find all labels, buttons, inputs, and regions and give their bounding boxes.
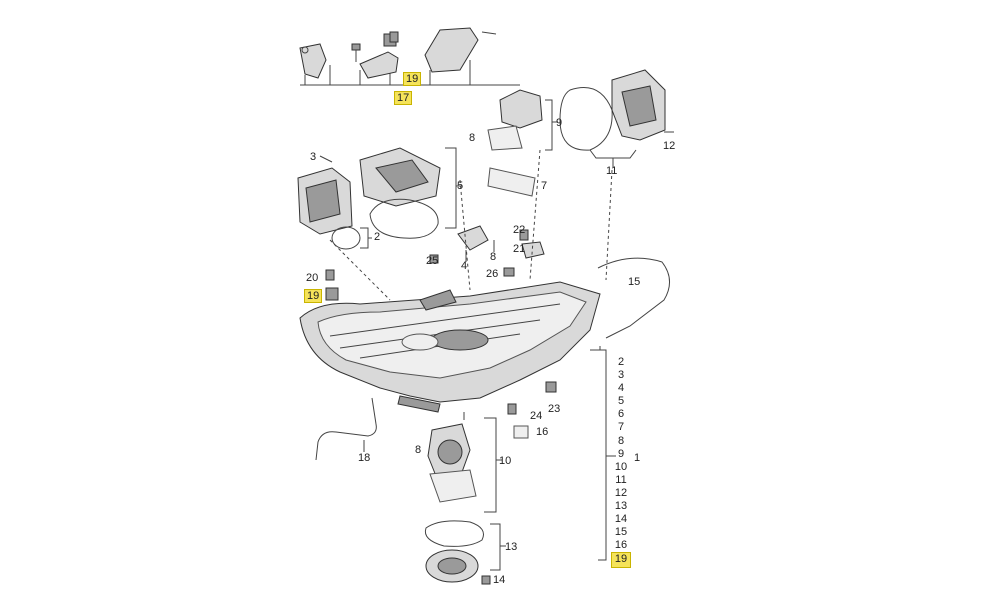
label-16: 16: [536, 426, 549, 438]
seal-strip-part: [597, 257, 670, 339]
label-8-top: 8: [469, 132, 476, 144]
index-item: 12: [614, 486, 628, 499]
label-15: 15: [628, 276, 641, 288]
fan-unit-part: [427, 423, 471, 477]
index-item: 6: [617, 408, 625, 421]
holder-bracket-part: [424, 27, 497, 73]
screw-20-part: [325, 269, 335, 281]
index-item: 5: [617, 395, 625, 408]
lower-seal-part: [424, 520, 484, 547]
label-25: 25: [426, 255, 439, 267]
label-18: 18: [358, 452, 371, 464]
index-column: 2 3 4 5 6 7 8 9 10 11 12 13 14 15 16 19: [611, 356, 631, 568]
control-module-part: [487, 89, 543, 151]
label-4: 4: [461, 260, 468, 272]
motor-actuator-part: [457, 225, 489, 251]
cover-housing-upper: [611, 69, 666, 141]
index-item: 14: [614, 513, 628, 526]
screw-part-top: [351, 43, 361, 62]
label-1: 1: [634, 452, 641, 464]
nut-part-top: [389, 31, 399, 43]
label-19-left: 19: [304, 289, 323, 303]
label-17: 17: [394, 91, 413, 105]
label-10: 10: [499, 455, 512, 467]
nut-23-part: [545, 381, 557, 393]
label-11: 11: [606, 165, 618, 177]
label-5: 5: [457, 180, 464, 192]
heatsink-plate-part: [487, 167, 536, 197]
clip-26-part: [503, 267, 515, 277]
nut-19-part: [325, 287, 339, 301]
index-item: 8: [617, 434, 625, 447]
fan-bracket-part: [429, 469, 477, 503]
led-module-part: [297, 167, 353, 235]
bracket-clip-part: [299, 43, 327, 79]
label-3: 3: [310, 151, 317, 163]
index-item: 13: [614, 500, 628, 513]
label-14: 14: [493, 574, 506, 586]
label-12: 12: [663, 140, 676, 152]
label-21: 21: [513, 243, 526, 255]
label-7: 7: [541, 180, 548, 192]
cap-16-part: [513, 425, 529, 439]
index-item: 11: [615, 473, 627, 486]
label-13: 13: [505, 541, 518, 553]
index-item: 2: [617, 356, 625, 368]
label-26: 26: [486, 268, 499, 280]
reflector-housing-part: [359, 147, 441, 207]
index-item: 7: [617, 421, 625, 434]
index-item: 4: [617, 382, 625, 395]
label-9: 9: [556, 117, 563, 129]
label-19-top: 19: [403, 72, 422, 86]
label-23: 23: [548, 403, 561, 415]
index-item: 3: [617, 369, 625, 382]
screw-22-part: [519, 229, 529, 241]
index-item: 16: [614, 539, 628, 552]
bulb-socket-part: [521, 241, 545, 259]
seal-ring-upper: [559, 87, 613, 151]
gasket-ring-left: [331, 198, 439, 250]
index-item: 9: [617, 447, 625, 460]
label-8-low: 8: [415, 444, 422, 456]
label-20: 20: [306, 272, 319, 284]
label-8-mid: 8: [490, 251, 497, 263]
screw-25-part: [429, 254, 439, 264]
label-22: 22: [513, 224, 526, 236]
index-item: 15: [614, 526, 628, 539]
index-item-highlighted: 19: [611, 552, 631, 568]
screw-24-part: [507, 403, 517, 415]
lower-cover-part: [425, 549, 479, 583]
index-item: 10: [614, 460, 628, 473]
label-24: 24: [530, 410, 543, 422]
headlamp-assembly: [299, 281, 601, 413]
vent-hose-part: [315, 397, 377, 461]
label-2: 2: [374, 231, 381, 243]
